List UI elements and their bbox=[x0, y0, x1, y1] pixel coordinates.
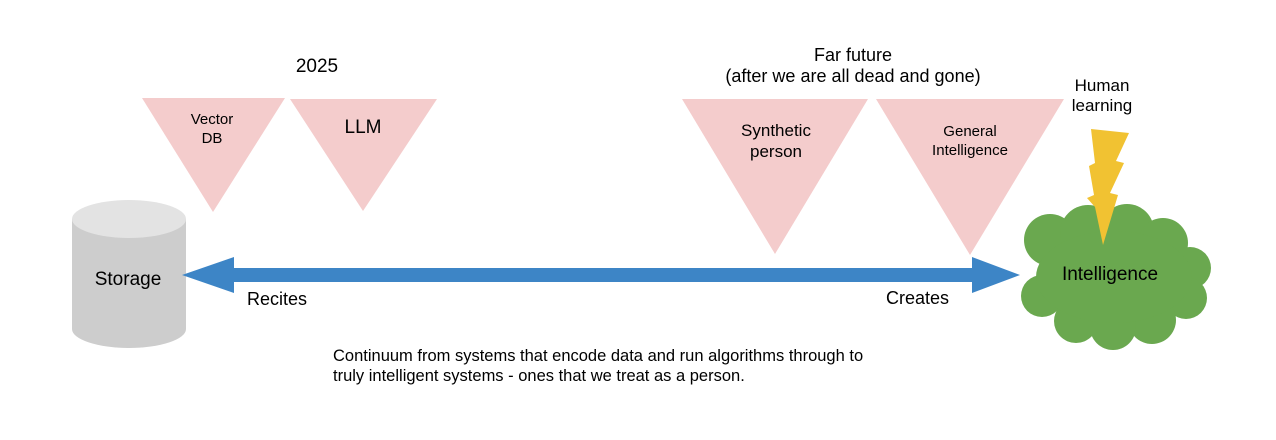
triangle-vector-db bbox=[142, 98, 285, 212]
triangle-general-intelligence bbox=[876, 99, 1064, 255]
era-label-2025: 2025 bbox=[295, 56, 339, 77]
arrow-label-recites: Recites bbox=[247, 289, 308, 309]
triangle-label-llm: LLM bbox=[344, 117, 382, 138]
triangle-label-general-intelligence: General Intelligence bbox=[932, 123, 1008, 159]
intelligence-label: Intelligence bbox=[1061, 264, 1159, 285]
triangle-synthetic-person bbox=[682, 99, 868, 254]
storage-label: Storage bbox=[94, 269, 162, 290]
era-label-far-future: Far future (after we are all dead and go… bbox=[725, 45, 981, 86]
triangle-llm bbox=[290, 99, 437, 211]
diagram-caption: Continuum from systems that encode data … bbox=[333, 347, 864, 385]
arrow-label-creates: Creates bbox=[886, 288, 950, 308]
human-learning-label: Human learning bbox=[1071, 76, 1133, 115]
storage-cylinder-top bbox=[72, 200, 186, 238]
lightning-bolt-icon bbox=[1087, 129, 1129, 245]
storage-cylinder-body bbox=[72, 219, 186, 348]
continuum-arrow bbox=[182, 257, 1020, 293]
triangle-label-vector-db: Vector DB bbox=[190, 111, 234, 147]
triangle-group bbox=[142, 98, 1064, 255]
triangle-label-synthetic-person: Synthetic person bbox=[741, 121, 811, 161]
